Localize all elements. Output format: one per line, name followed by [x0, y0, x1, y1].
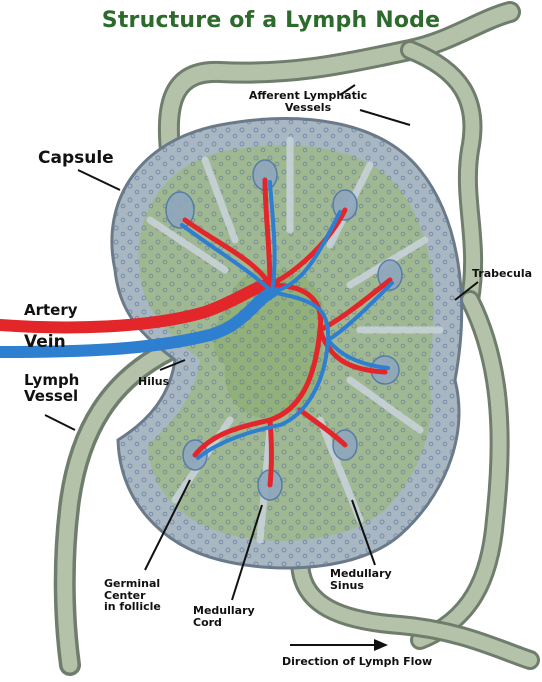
label-vein: Vein	[24, 334, 66, 352]
label-afferent-line1: Afferent Lymphatic	[248, 90, 368, 102]
label-germinal-line1: Germinal	[104, 578, 161, 590]
label-medullary-cord: Medullary Cord	[193, 605, 255, 628]
label-flow-direction: Direction of Lymph Flow	[282, 656, 432, 668]
label-trabecula: Trabecula	[472, 268, 532, 280]
label-medullary-sinus-line1: Medullary	[330, 568, 392, 580]
label-afferent-line2: Vessels	[248, 102, 368, 114]
label-artery: Artery	[24, 303, 78, 319]
label-medullary-sinus: Medullary Sinus	[330, 568, 392, 591]
diagram-title: Structure of a Lymph Node	[0, 8, 542, 33]
label-afferent-vessels: Afferent Lymphatic Vessels	[248, 90, 368, 113]
flow-arrow-head	[374, 639, 388, 651]
label-medullary-cord-line1: Medullary	[193, 605, 255, 617]
label-lymph-vessel-line2: Vessel	[24, 389, 79, 405]
label-hilus: Hilus	[138, 376, 169, 388]
label-lymph-vessel: Lymph Vessel	[24, 373, 79, 405]
label-germinal-line3: in follicle	[104, 601, 161, 613]
label-capsule: Capsule	[38, 150, 114, 168]
label-medullary-cord-line2: Cord	[193, 617, 255, 629]
label-germinal-center: Germinal Center in follicle	[104, 578, 161, 613]
label-medullary-sinus-line2: Sinus	[330, 580, 392, 592]
